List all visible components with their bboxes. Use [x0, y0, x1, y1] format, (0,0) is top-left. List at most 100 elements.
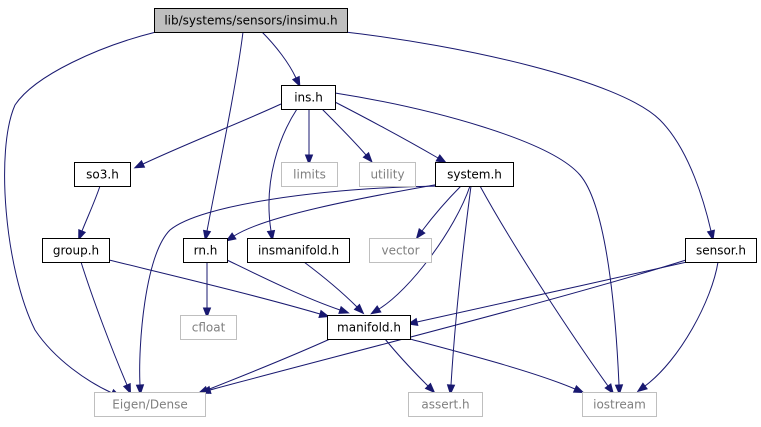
- arrowhead: [202, 229, 212, 242]
- node-box: [327, 315, 411, 340]
- node-so3[interactable]: so3.h: [74, 162, 131, 187]
- node-ins[interactable]: ins.h: [281, 85, 336, 110]
- node-box: [582, 392, 657, 417]
- edge-line: [4, 31, 157, 394]
- node-box: [685, 238, 757, 263]
- edge-ins-to-insmanifold: [266, 108, 298, 242]
- node-label: ins.h: [294, 91, 323, 105]
- edge-ins-to-limits: [304, 109, 314, 166]
- node-box: [42, 238, 110, 263]
- edge-line: [261, 31, 297, 79]
- node-cfloat: cfloat: [180, 315, 237, 340]
- edge-ins-to-system: [332, 100, 447, 164]
- edge-line: [209, 259, 687, 391]
- node-label: iostream: [593, 398, 646, 412]
- edge-layer: [4, 31, 719, 398]
- node-box: [183, 238, 228, 263]
- edge-group-to-eigen: [80, 261, 132, 395]
- edge-line: [226, 259, 341, 311]
- arrowhead: [78, 228, 87, 241]
- arrowhead: [122, 382, 132, 395]
- node-box: [281, 85, 336, 110]
- node-box: [247, 238, 350, 263]
- edge-line: [206, 31, 244, 232]
- node-label: cfloat: [192, 321, 226, 335]
- edge-sensor-to-eigen: [199, 259, 687, 394]
- edge-manifold-to-assert: [384, 338, 436, 394]
- edge-line: [303, 261, 358, 308]
- arrowhead: [572, 384, 585, 394]
- node-label: system.h: [447, 168, 502, 182]
- node-label: assert.h: [421, 398, 469, 412]
- node-label: Eigen/Dense: [112, 398, 187, 412]
- edge-line: [268, 108, 298, 232]
- edge-line: [416, 261, 688, 323]
- edge-system-to-vector: [415, 185, 462, 240]
- edge-rn-to-manifold: [226, 259, 350, 314]
- edge-line: [108, 259, 321, 315]
- edge-line: [450, 185, 472, 386]
- arrowhead: [266, 229, 276, 242]
- edge-ins-to-iostream: [334, 92, 624, 396]
- arrowhead: [225, 232, 237, 242]
- edge-line: [334, 92, 620, 386]
- node-label: utility: [370, 168, 404, 182]
- edge-group-to-manifold: [108, 259, 330, 318]
- node-box: [154, 8, 348, 33]
- node-box: [359, 162, 416, 187]
- node-label: group.h: [53, 244, 99, 258]
- edge-line: [206, 338, 331, 391]
- arrowhead: [202, 307, 212, 319]
- node-manifold[interactable]: manifold.h: [327, 315, 411, 340]
- node-sensor[interactable]: sensor.h: [685, 238, 757, 263]
- arrowhead: [370, 305, 382, 315]
- node-box: [408, 392, 483, 417]
- node-label: so3.h: [86, 168, 119, 182]
- edge-root-to-eigen: [4, 31, 157, 398]
- arrowhead: [424, 382, 436, 394]
- edge-root-to-sensor: [344, 31, 716, 242]
- edge-root-to-rn: [202, 31, 244, 242]
- edge-line: [344, 31, 712, 232]
- node-label: insmanifold.h: [258, 244, 339, 258]
- node-vector: vector: [369, 238, 432, 263]
- arrowhead: [338, 305, 350, 314]
- arrowhead: [706, 229, 716, 242]
- arrowhead: [133, 159, 146, 169]
- arrowhead: [604, 383, 615, 395]
- edge-line: [139, 185, 441, 386]
- node-label: lib/systems/sensors/insimu.h: [164, 14, 337, 28]
- node-label: rn.h: [194, 244, 218, 258]
- edge-line: [80, 261, 128, 386]
- node-box: [74, 162, 131, 187]
- edge-system-to-iostream: [479, 185, 615, 395]
- edge-line: [384, 338, 429, 387]
- node-limits: limits: [281, 162, 338, 187]
- arrowhead: [304, 154, 314, 166]
- edge-sensor-to-iostream: [636, 261, 719, 393]
- node-root[interactable]: lib/systems/sensors/insimu.h: [154, 8, 348, 33]
- arrowhead: [446, 384, 456, 396]
- node-iostream: iostream: [582, 392, 657, 417]
- edge-line: [81, 185, 101, 232]
- node-rn[interactable]: rn.h: [183, 238, 228, 263]
- node-system[interactable]: system.h: [435, 162, 514, 187]
- edge-so3-to-group: [78, 185, 101, 241]
- edge-system-to-rn: [225, 183, 441, 242]
- edge-system-to-assert: [446, 185, 472, 396]
- arrowhead: [415, 228, 426, 240]
- node-eigen: Eigen/Dense: [94, 392, 206, 417]
- edge-line: [233, 183, 441, 237]
- edge-manifold-to-eigen: [197, 338, 331, 394]
- edge-system-to-eigen: [135, 185, 441, 396]
- node-group[interactable]: group.h: [42, 238, 110, 263]
- edge-line: [321, 108, 367, 156]
- node-utility: utility: [359, 162, 416, 187]
- node-label: vector: [381, 244, 419, 258]
- node-insmanifold[interactable]: insmanifold.h: [247, 238, 350, 263]
- edge-ins-to-so3: [133, 103, 282, 169]
- node-label: manifold.h: [337, 321, 401, 335]
- edge-manifold-to-iostream: [409, 338, 585, 394]
- edge-line: [409, 338, 576, 390]
